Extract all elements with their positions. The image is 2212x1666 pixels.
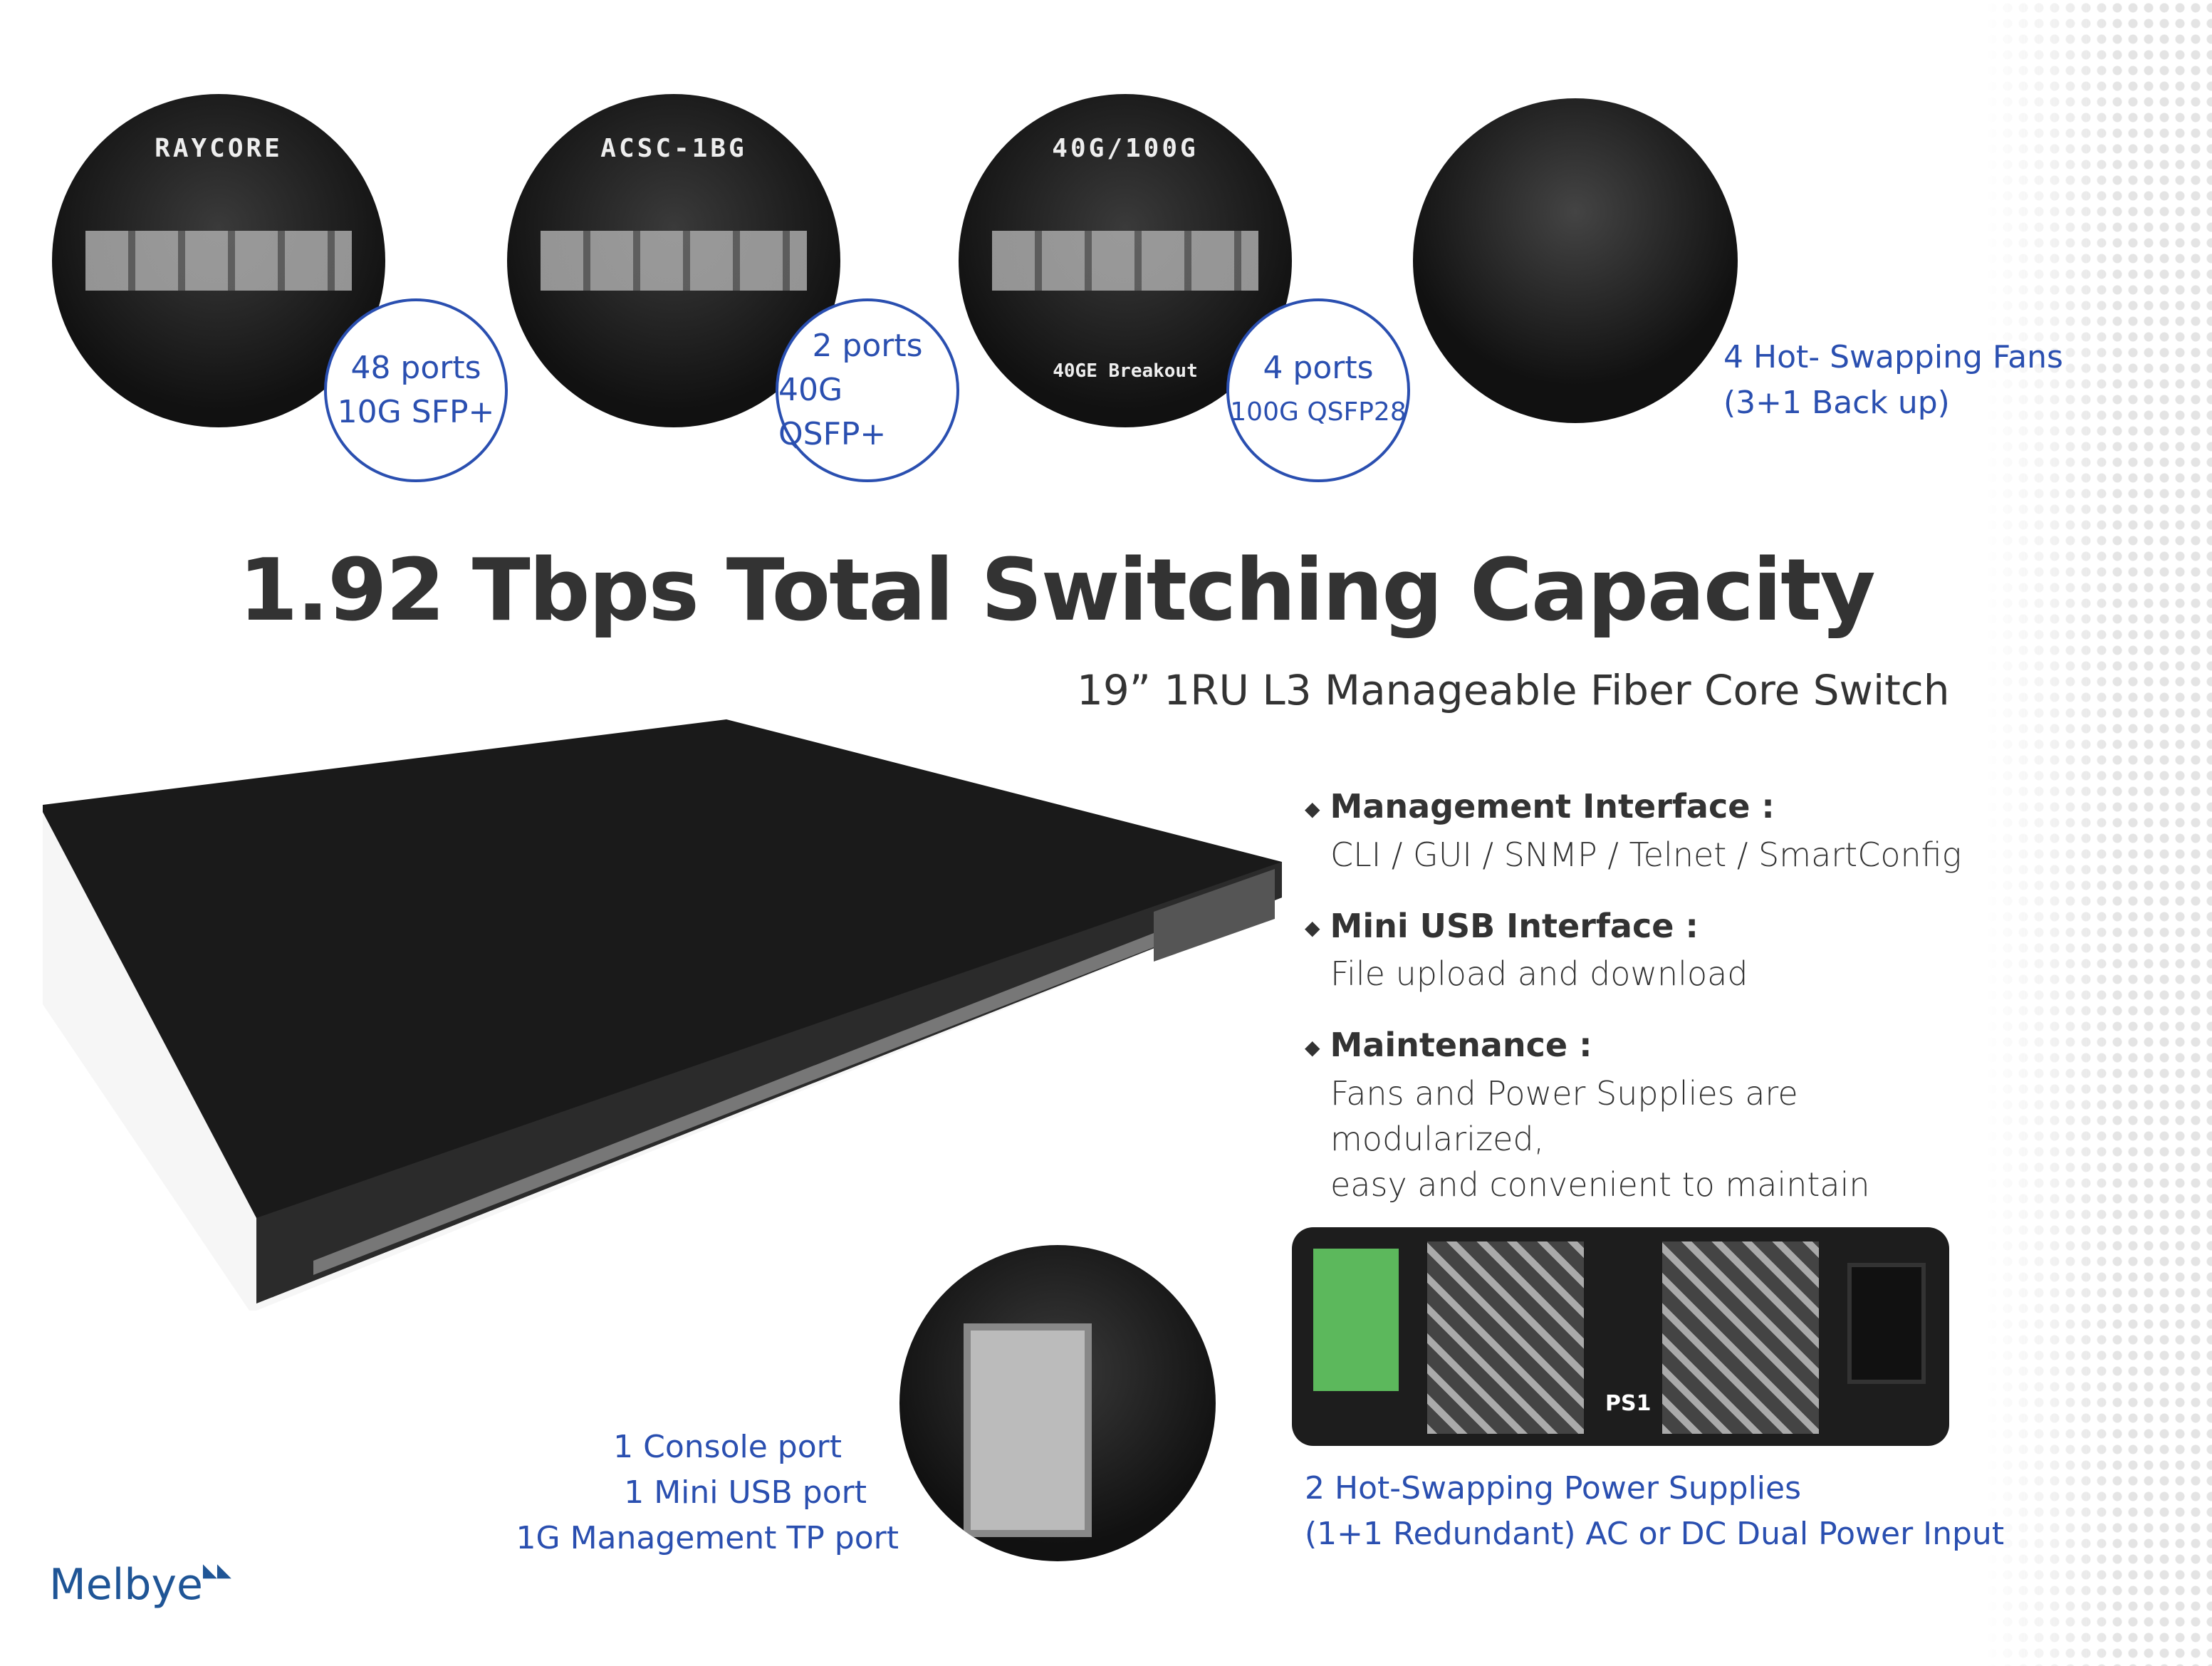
- sfp-ports-photo: RAYCORE: [52, 94, 385, 427]
- model-label: ACSC-1BG: [600, 134, 747, 164]
- page-subtitle: 19” 1RU L3 Manageable Fiber Core Switch: [1077, 666, 1950, 714]
- switch-product-image: [43, 719, 1282, 1311]
- qsfp-type: 40G QSFP+: [778, 372, 887, 452]
- power-line1: 2 Hot-Swapping Power Supplies: [1305, 1470, 1802, 1506]
- feature-desc: Fans and Power Supplies are modularized,: [1330, 1073, 1798, 1158]
- qsfp28-count: 4 ports: [1263, 350, 1374, 386]
- power-line2: (1+1 Redundant) AC or DC Dual Power Inpu…: [1305, 1516, 2005, 1552]
- fan-photo: [1413, 98, 1738, 423]
- sfp-callout: 48 ports 10G SFP+: [324, 298, 508, 482]
- ports-caption: 1 Console port 1 Mini USB port 1G Manage…: [499, 1425, 899, 1561]
- console-ports-photo: [899, 1245, 1216, 1561]
- feature-heading: Mini USB Interface :: [1305, 903, 2017, 952]
- feature-desc: easy and convenient to maintain: [1330, 1165, 1870, 1204]
- fans-line2: (3+1 Back up): [1723, 385, 1950, 421]
- feature-management: Management Interface :CLI / GUI / SNMP /…: [1305, 783, 2017, 878]
- fans-line1: 4 Hot- Swapping Fans: [1723, 339, 2063, 375]
- speed-label: 40G/100G: [1052, 134, 1199, 164]
- logo-text: Melbye: [49, 1560, 203, 1610]
- feature-heading: Management Interface :: [1305, 783, 2017, 832]
- feature-heading: Maintenance :: [1305, 1022, 2017, 1071]
- feature-maintenance: Maintenance :Fans and Power Supplies are…: [1305, 1022, 2017, 1207]
- qsfp-callout: 2 ports 40G QSFP+: [776, 298, 959, 482]
- power-caption: 2 Hot-Swapping Power Supplies (1+1 Redund…: [1305, 1466, 2004, 1557]
- feature-usb: Mini USB Interface :File upload and down…: [1305, 903, 2017, 997]
- logo-mark-icon: ◣◣: [202, 1560, 231, 1581]
- mini-usb-text: 1 Mini USB port: [624, 1474, 867, 1511]
- qsfp28-ports-photo: 40G/100G 40GE Breakout: [959, 94, 1292, 427]
- dot-pattern-decoration: [1984, 0, 2212, 1666]
- power-supply-photo: PS1: [1292, 1227, 1949, 1446]
- console-port-text: 1 Console port: [613, 1429, 842, 1465]
- ps1-label: PS1: [1605, 1391, 1652, 1416]
- qsfp28-callout: 4 ports 100G QSFP28: [1226, 298, 1410, 482]
- feature-desc: File upload and download: [1330, 954, 1748, 993]
- mgmt-port-text: 1G Management TP port: [516, 1520, 899, 1556]
- feature-list: Management Interface :CLI / GUI / SNMP /…: [1305, 783, 2017, 1233]
- brand-label: RAYCORE: [155, 134, 283, 164]
- qsfp28-type: 100G QSFP28: [1230, 397, 1407, 427]
- melbye-logo: Melbye◣◣: [49, 1560, 231, 1610]
- breakout-label: 40GE Breakout: [1053, 360, 1198, 382]
- qsfp-count: 2 ports: [812, 328, 923, 364]
- sfp-count: 48 ports: [350, 350, 481, 386]
- feature-desc: CLI / GUI / SNMP / Telnet / SmartConfig: [1330, 835, 1962, 874]
- fans-caption: 4 Hot- Swapping Fans (3+1 Back up): [1723, 335, 2063, 426]
- sfp-type: 10G SFP+: [337, 394, 495, 430]
- page-title: 1.92 Tbps Total Switching Capacity: [239, 541, 1876, 640]
